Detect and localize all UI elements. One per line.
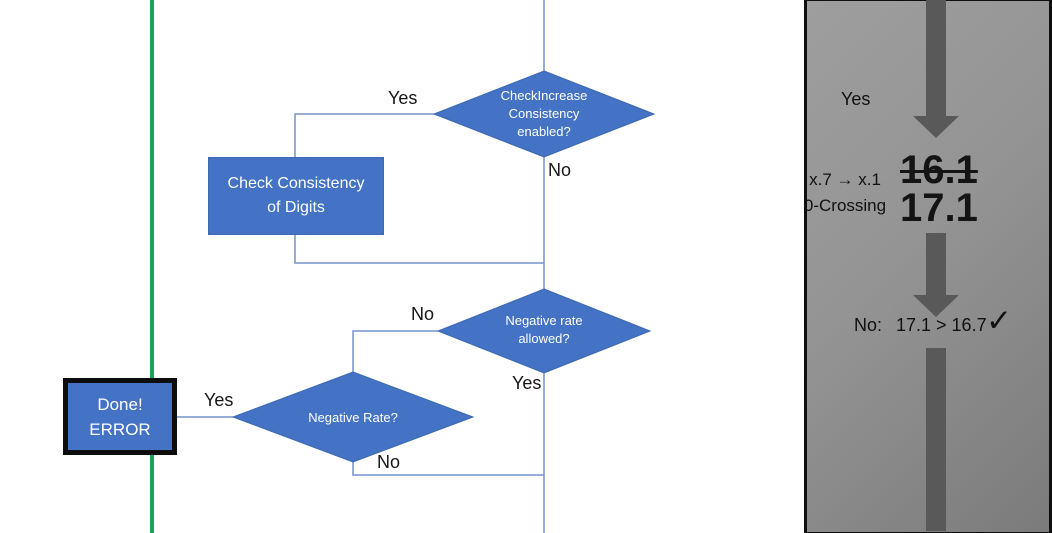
panel-rule-line2: 0-Crossing bbox=[803, 196, 887, 215]
terminal-line1: Done! bbox=[97, 394, 143, 414]
decision-diamond-negative-allowed bbox=[436, 288, 652, 374]
terminal-line2: ERROR bbox=[89, 419, 151, 439]
process-check-consistency-line1: Check Consistency bbox=[227, 175, 365, 192]
panel-corrected-value: 17.1 bbox=[900, 186, 978, 230]
decision-check-increase-line3: enabled? bbox=[517, 124, 571, 139]
down-arrow-3-shaft bbox=[926, 348, 946, 531]
label-d1-yes: Yes bbox=[388, 88, 418, 108]
connector-d3-no bbox=[352, 462, 544, 476]
terminal-done-error-box: Done! ERROR bbox=[63, 378, 177, 455]
connector-d2-no bbox=[352, 330, 438, 372]
process-check-consistency-line2: of Digits bbox=[267, 199, 325, 216]
decision-negative-allowed-text: Negative rate allowed? bbox=[454, 312, 634, 348]
connector-d1-yes bbox=[294, 113, 434, 157]
decision-check-increase-line1: CheckIncrease bbox=[500, 88, 588, 103]
decision-negative-rate-text: Negative Rate? bbox=[308, 410, 398, 425]
panel-rule-line1: x.7 → x.1 bbox=[809, 170, 881, 189]
green-divider-line bbox=[150, 0, 154, 533]
label-d3-yes: Yes bbox=[204, 390, 234, 410]
decision-negative-allowed-line2: allowed? bbox=[518, 331, 570, 346]
connector-process-return bbox=[294, 235, 544, 264]
panel-result-label: No: bbox=[854, 315, 883, 335]
down-arrow-1-shaft bbox=[926, 0, 946, 116]
decision-check-increase-line2: Consistency bbox=[508, 106, 580, 121]
panel-old-value: 16.1 bbox=[900, 148, 978, 192]
process-check-consistency-box: Check Consistency of Digits bbox=[208, 157, 384, 235]
label-d2-yes: Yes bbox=[512, 373, 542, 393]
panel-correction-values: 16.1 17.1 bbox=[900, 148, 978, 230]
decision-diamond-check-increase bbox=[432, 70, 656, 158]
label-d2-no: No bbox=[411, 304, 435, 324]
label-d3-no: No bbox=[377, 452, 401, 472]
down-arrow-2-head bbox=[913, 295, 959, 317]
label-d1-no: No bbox=[548, 160, 572, 180]
down-arrow-2-shaft bbox=[926, 233, 946, 295]
panel-yes-label: Yes bbox=[841, 89, 871, 109]
panel-rule-text: x.7 → x.1 0-Crossing bbox=[800, 167, 890, 219]
down-arrow-1-head bbox=[913, 116, 959, 138]
decision-diamond-negative-rate bbox=[231, 371, 475, 463]
decision-negative-allowed-line1: Negative rate bbox=[505, 313, 583, 328]
decision-check-increase-text: CheckIncrease Consistency enabled? bbox=[454, 87, 634, 141]
check-mark-icon: ✓ bbox=[986, 303, 1012, 338]
panel-comparison-text: 17.1 > 16.7 bbox=[896, 315, 987, 335]
